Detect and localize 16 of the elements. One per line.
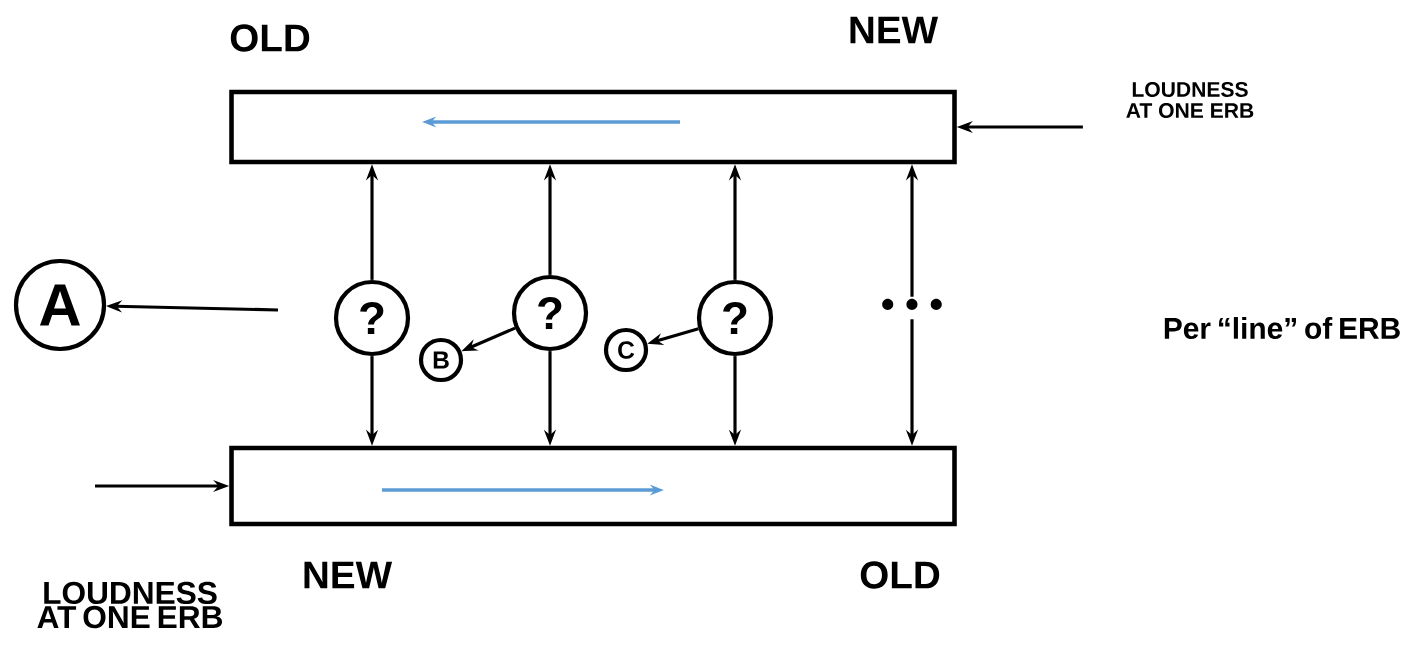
label-text: OLD: [230, 24, 310, 52]
label-text: LOUDNESS AT ONE ERB: [37, 581, 222, 629]
circle-node: ?: [696, 279, 774, 357]
buffer-bar: [229, 89, 957, 165]
label-text: Per “line” of ERB: [1164, 317, 1400, 339]
circle-node: ?: [511, 274, 589, 352]
dots: • • •: [882, 298, 942, 310]
label-text: OLD: [860, 561, 940, 589]
circle-node: A: [13, 258, 107, 352]
circle-node: ?: [333, 279, 411, 357]
circle-node: C: [603, 327, 649, 373]
label-text: NEW: [304, 561, 393, 589]
circle-node: B: [418, 337, 464, 383]
buffer-bar: [229, 445, 957, 527]
note-text: LOUDNESS AT ONE ERB: [1126, 82, 1254, 118]
label-text: NEW: [850, 16, 939, 44]
